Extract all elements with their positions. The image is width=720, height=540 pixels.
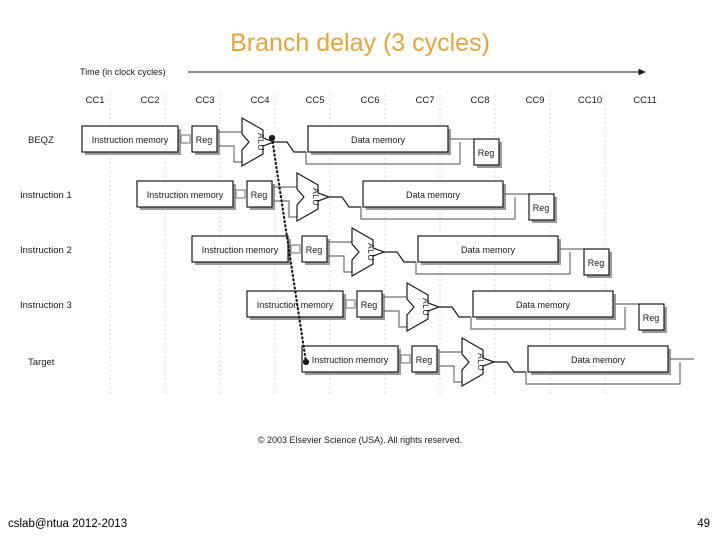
pipeline-row-instruction-2: Instruction memory Reg ALU Data memory xyxy=(191,227,585,277)
time-axis-label: Time (in clock cycles) xyxy=(80,67,166,77)
time-axis: Time (in clock cycles) xyxy=(80,67,647,77)
stage-label-data-memory: Data memory xyxy=(461,245,516,255)
row-label-instruction-1: Instruction 1 xyxy=(20,190,72,201)
stage-label-alu: ALU xyxy=(366,243,376,261)
stage-label-data-memory: Data memory xyxy=(516,300,571,310)
cc-label: CC7 xyxy=(415,95,434,106)
stage-label-alu: ALU xyxy=(311,188,321,206)
stage-label-instruction-memory: Instruction memory xyxy=(257,300,334,310)
branch-resolution-path xyxy=(268,134,310,366)
cc-label: CC6 xyxy=(360,95,379,106)
row-label-instruction-2: Instruction 2 xyxy=(20,245,72,256)
stage-label-alu: ALU xyxy=(476,353,486,371)
pipeline-row-instruction-1: Instruction memory Reg ALU Data memory xyxy=(136,172,530,222)
cc-label: CC10 xyxy=(578,95,602,106)
row-label-target: Target xyxy=(28,357,55,368)
cc-label: CC4 xyxy=(250,95,269,106)
stage-label-data-memory: Data memory xyxy=(406,190,461,200)
stage-label-reg: Reg xyxy=(643,313,660,323)
pipeline-diagram: Time (in clock cycles) CC1 CC2 CC3 CC4 C… xyxy=(0,55,720,465)
pipeline-row-instruction-3-writeback-reg: Reg xyxy=(638,303,668,334)
pipeline-row-instruction-1-writeback-reg: Reg xyxy=(528,193,558,224)
branch-target-dot xyxy=(302,358,310,366)
cc-label: CC1 xyxy=(85,95,104,106)
cc-label: CC9 xyxy=(525,95,544,106)
stage-label-alu: ALU xyxy=(256,133,266,151)
stage-label-reg: Reg xyxy=(196,135,213,145)
cc-label: CC8 xyxy=(470,95,489,106)
stage-label-reg: Reg xyxy=(361,300,378,310)
stage-label-reg: Reg xyxy=(251,190,268,200)
stage-label-instruction-memory: Instruction memory xyxy=(147,190,224,200)
row-label-beqz: BEQZ xyxy=(28,135,54,146)
row-label-instruction-3: Instruction 3 xyxy=(20,300,72,311)
stage-label-instruction-memory: Instruction memory xyxy=(312,355,389,365)
stage-label-data-memory: Data memory xyxy=(571,355,626,365)
copyright-notice: © 2003 Elsevier Science (USA). All right… xyxy=(258,435,462,445)
pipeline-row-target: Instruction memory Reg ALU Data memory xyxy=(301,337,695,387)
row-labels: BEQZ Instruction 1 Instruction 2 Instruc… xyxy=(20,135,72,368)
pipeline-row-beqz: Instruction memory Reg ALU Data memory xyxy=(81,117,475,167)
footer-credit: cslab@ntua 2012-2013 xyxy=(8,518,128,530)
pipeline-row-beqz-writeback-reg: Reg xyxy=(473,138,503,169)
cc-label: CC3 xyxy=(195,95,214,106)
stage-label-alu: ALU xyxy=(421,298,431,316)
cc-label: CC11 xyxy=(633,95,657,106)
pipeline-row-instruction-2-writeback-reg: Reg xyxy=(583,248,613,279)
stage-label-reg: Reg xyxy=(588,258,605,268)
stage-label-reg: Reg xyxy=(306,245,323,255)
cc-label: CC2 xyxy=(140,95,159,106)
page-number: 49 xyxy=(697,518,710,530)
pipeline-row-instruction-3: Instruction memory Reg ALU Data memory xyxy=(246,282,640,332)
stage-label-data-memory: Data memory xyxy=(351,135,406,145)
stage-label-reg: Reg xyxy=(416,355,433,365)
clock-cycle-labels: CC1 CC2 CC3 CC4 CC5 CC6 CC7 CC8 CC9 CC10… xyxy=(85,95,656,106)
cc-label: CC5 xyxy=(305,95,324,106)
branch-decision-dot xyxy=(268,134,276,142)
stage-label-reg: Reg xyxy=(478,148,495,158)
stage-label-reg: Reg xyxy=(533,203,550,213)
page-title: Branch delay (3 cycles) xyxy=(230,28,490,57)
stage-label-instruction-memory: Instruction memory xyxy=(92,135,169,145)
stage-label-instruction-memory: Instruction memory xyxy=(202,245,279,255)
